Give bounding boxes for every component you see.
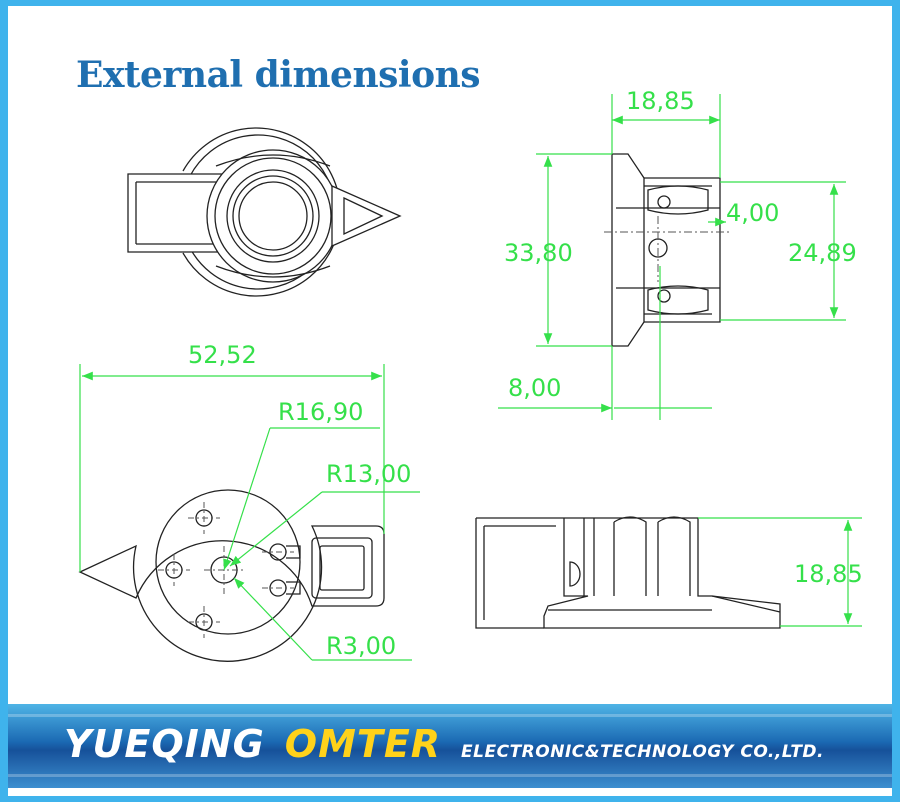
label-hole-depth: 4,00 [726,199,779,227]
label-outer-radius: R16,90 [278,398,363,426]
label-body-height: 18,85 [794,560,863,588]
brand-primary: YUEQING [64,722,265,766]
dim-offset [498,266,712,420]
label-center-radius: R3,00 [326,632,396,660]
label-inner-height: 24,89 [788,239,857,267]
banner-stripe [8,774,892,777]
bottom-view-centerlines [158,502,294,638]
side-view-centerlines [604,216,732,282]
side-view [611,153,721,347]
banner-text: YUEQING OMTER ELECTRONIC&TECHNOLOGY CO.,… [8,722,892,770]
label-offset: 8,00 [508,374,561,402]
technical-drawing: 18,85 33,80 4,00 24,89 8,00 [78,87,863,662]
label-side-width: 18,85 [626,87,695,115]
company-name: ELECTRONIC&TECHNOLOGY CO.,LTD. [461,742,824,762]
company-banner: YUEQING OMTER ELECTRONIC&TECHNOLOGY CO.,… [8,704,892,788]
dim-side-width [611,94,721,178]
dim-skirt-radius [229,491,420,567]
dim-overall-length [79,364,385,572]
label-overall-length: 52,52 [188,341,257,369]
page-title: External dimensions [76,54,481,96]
dim-inner-height [720,181,846,321]
top-view [127,127,402,297]
dim-center-radius [233,577,412,661]
banner-stripe [8,714,892,717]
dim-outer-radius [223,427,380,571]
front-view [475,516,781,629]
dim-side-height [536,153,612,347]
label-skirt-radius: R13,00 [326,460,411,488]
label-side-height: 33,80 [504,239,573,267]
brand-secondary: OMTER [284,722,442,766]
dim-body-height [698,517,862,627]
